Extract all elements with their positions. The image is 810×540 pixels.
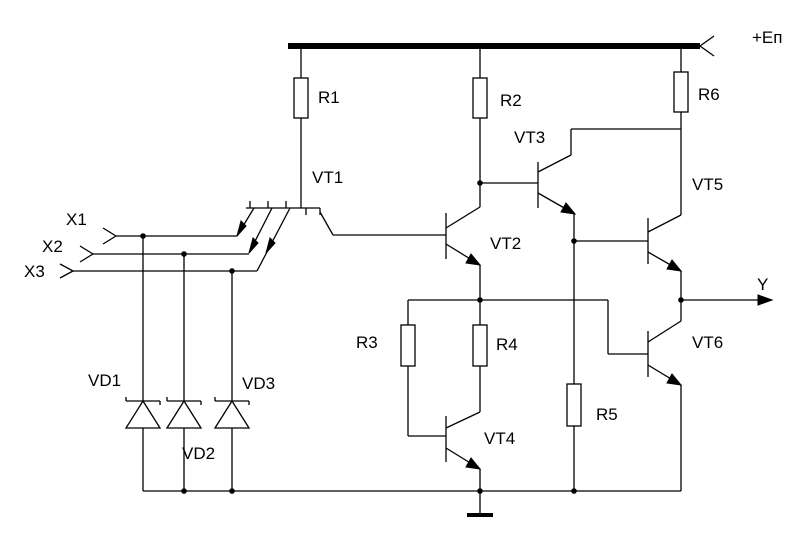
diode-vd1 bbox=[124, 233, 162, 491]
output-line bbox=[678, 294, 774, 306]
supply-rail bbox=[288, 35, 715, 57]
label-vd2: VD2 bbox=[182, 444, 215, 463]
label-r1: R1 bbox=[318, 88, 340, 107]
label-x3: X3 bbox=[24, 262, 45, 281]
label-vt2: VT2 bbox=[490, 234, 521, 253]
label-vt3: VT3 bbox=[514, 128, 545, 147]
resistor-r4 bbox=[472, 300, 488, 412]
diode-vd2 bbox=[165, 251, 203, 491]
transistor-vt2 bbox=[445, 206, 482, 300]
transistor-vt6 bbox=[647, 320, 683, 491]
label-y: Y bbox=[757, 275, 768, 294]
supply-label: +Еп bbox=[752, 28, 782, 47]
resistor-r3 bbox=[400, 300, 446, 437]
label-vt5: VT5 bbox=[692, 175, 723, 194]
transistor-vt4 bbox=[445, 411, 482, 491]
label-r3: R3 bbox=[356, 333, 378, 352]
label-vt6: VT6 bbox=[692, 333, 723, 352]
diode-vd3 bbox=[213, 268, 251, 491]
resistor-r6 bbox=[570, 46, 689, 215]
label-x1: X1 bbox=[66, 210, 87, 229]
resistor-r2 bbox=[472, 46, 488, 207]
input-x1 bbox=[102, 227, 237, 245]
label-x2: X2 bbox=[42, 237, 63, 256]
input-x2 bbox=[79, 245, 249, 263]
resistor-r5 bbox=[566, 238, 582, 491]
label-r4: R4 bbox=[496, 335, 518, 354]
label-r5: R5 bbox=[596, 405, 618, 424]
label-r6: R6 bbox=[698, 85, 720, 104]
label-vt1: VT1 bbox=[312, 168, 343, 187]
input-x3 bbox=[59, 263, 257, 279]
ground-bus bbox=[143, 488, 681, 517]
label-vt4: VT4 bbox=[484, 429, 515, 448]
label-vd1: VD1 bbox=[88, 371, 121, 390]
transistor-vt1 bbox=[236, 201, 446, 272]
label-vd3: VD3 bbox=[242, 374, 275, 393]
node-vt2-emitter bbox=[408, 297, 648, 355]
label-r2: R2 bbox=[500, 91, 522, 110]
transistor-vt3 bbox=[477, 154, 577, 241]
transistor-vt5 bbox=[574, 214, 683, 321]
resistor-r1 bbox=[293, 46, 309, 208]
